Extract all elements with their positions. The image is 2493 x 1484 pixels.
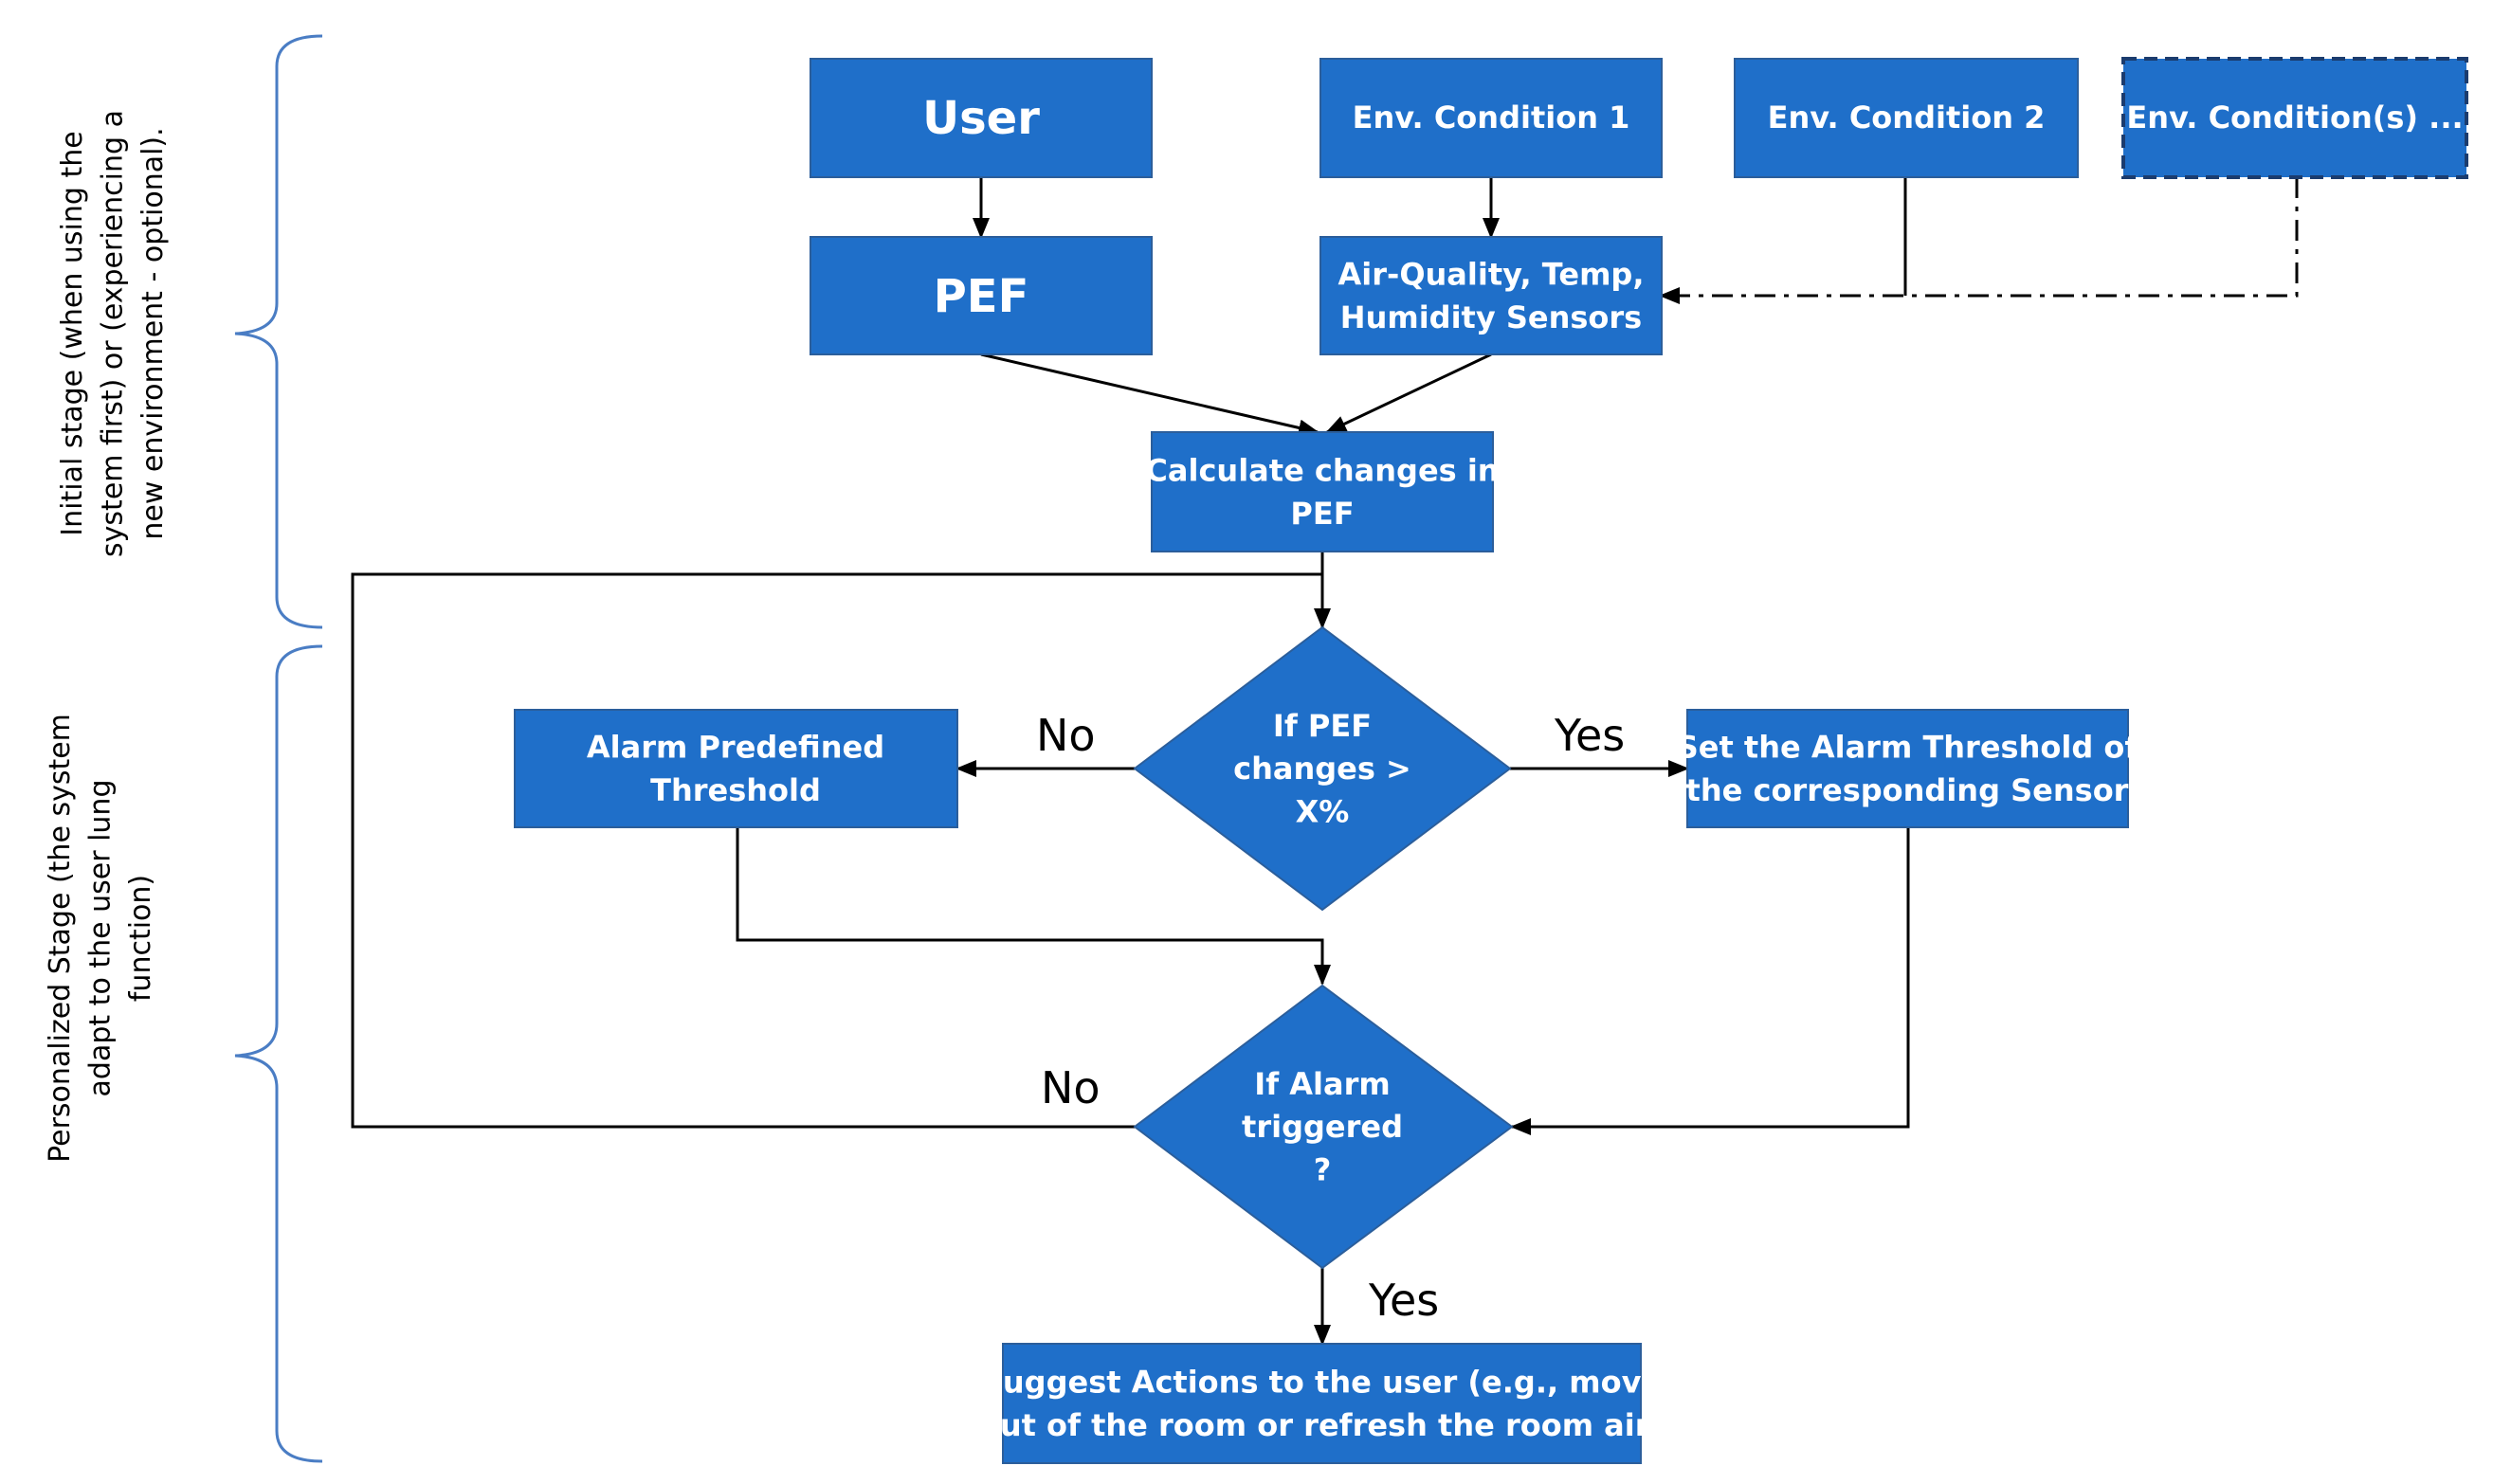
text-line: changes > (1233, 751, 1411, 787)
alarm-triggered-decision (1133, 984, 1514, 1270)
text-line: Personalized Stage (the system (44, 714, 77, 1163)
text-line: Env. Condition 1 (1353, 100, 1630, 136)
text-line: Set the Alarm Threshold of (1677, 729, 2139, 765)
text-line: out of the room or refresh the room air) (979, 1407, 1664, 1443)
text-line: Env. Condition 2 (1768, 100, 2046, 136)
suggest-actions-label: Suggest Actions to the user (e.g., move o… (979, 1364, 1664, 1442)
pef-label: PEF (934, 270, 1029, 323)
user-box (810, 58, 1153, 178)
env-conditions-more-box (2121, 57, 2468, 179)
text-line: system first) or (experiencing a (97, 110, 130, 557)
env-condition-1-box (1319, 58, 1663, 178)
user-label: User (922, 92, 1040, 145)
text-line: X% (1296, 794, 1350, 830)
text-line: Suggest Actions to the user (e.g., move (981, 1364, 1662, 1400)
text-line: Calculate changes in (1145, 452, 1499, 488)
env-condition-2-box (1734, 58, 2079, 178)
text-line: ? (1314, 1152, 1332, 1188)
text-line: function) (124, 875, 157, 1002)
text-line: If Alarm (1254, 1066, 1390, 1102)
text-line: Air-Quality, Temp, (1338, 256, 1645, 292)
edge-decision-alarm-no-loop (351, 572, 1322, 1129)
env-condition-2-label: Env. Condition 2 (1768, 100, 2046, 136)
env-condition-1-label: Env. Condition 1 (1353, 100, 1630, 136)
text-line: If PEF (1273, 708, 1372, 744)
text-line: Env. Condition(s) ... (2126, 100, 2463, 136)
edge-alarm-predefined-to-decision-alarm (736, 827, 1331, 986)
alarm-decision-yes-label: Yes (1368, 1275, 1439, 1326)
pef-change-decision (1133, 625, 1512, 912)
sensors-label: Air-Quality, Temp, Humidity Sensors (1338, 256, 1645, 335)
personalized-stage-brace (234, 644, 323, 1463)
text-line: Alarm Predefined (587, 729, 884, 765)
text-line: Threshold (650, 772, 821, 808)
calculate-pef-label: Calculate changes in PEF (1145, 452, 1499, 531)
edge-set-threshold-to-decision-alarm (1510, 827, 1910, 1135)
suggest-actions-box (1002, 1343, 1642, 1464)
env-conditions-more-label: Env. Condition(s) ... (2126, 100, 2463, 136)
set-alarm-threshold-label: Set the Alarm Threshold of the correspond… (1677, 729, 2139, 807)
pef-decision-no-label: No (1036, 710, 1096, 761)
initial-stage-brace (234, 34, 323, 629)
text-line: new environment - optional). (136, 127, 170, 539)
pef-decision-yes-label: Yes (1554, 710, 1625, 761)
set-alarm-threshold-box (1686, 709, 2129, 828)
text-line: PEF (934, 270, 1029, 323)
edge-pef-to-calc (980, 353, 1319, 437)
edge-envN-to-sensors (1659, 177, 2299, 304)
edge-sensors-to-calc (1325, 353, 1492, 434)
text-line: adapt to the user lung (84, 780, 118, 1097)
alarm-decision-no-label: No (1041, 1062, 1101, 1113)
sensors-box (1319, 236, 1663, 355)
text-line: Humidity Sensors (1340, 299, 1642, 335)
calculate-pef-box (1151, 431, 1494, 552)
text-line: the corresponding Sensor (1686, 772, 2129, 808)
alarm-triggered-decision-label: If Alarm triggered? (1242, 1066, 1403, 1188)
pef-box (810, 236, 1153, 355)
alarm-predefined-threshold-box (514, 709, 958, 828)
text-line: User (922, 92, 1040, 145)
text-line: Initial stage (when using the (56, 131, 89, 535)
text-line: triggered (1242, 1109, 1403, 1145)
pef-change-decision-label: If PEF changes > X% (1233, 708, 1411, 830)
text-line: PEF (1290, 496, 1354, 532)
